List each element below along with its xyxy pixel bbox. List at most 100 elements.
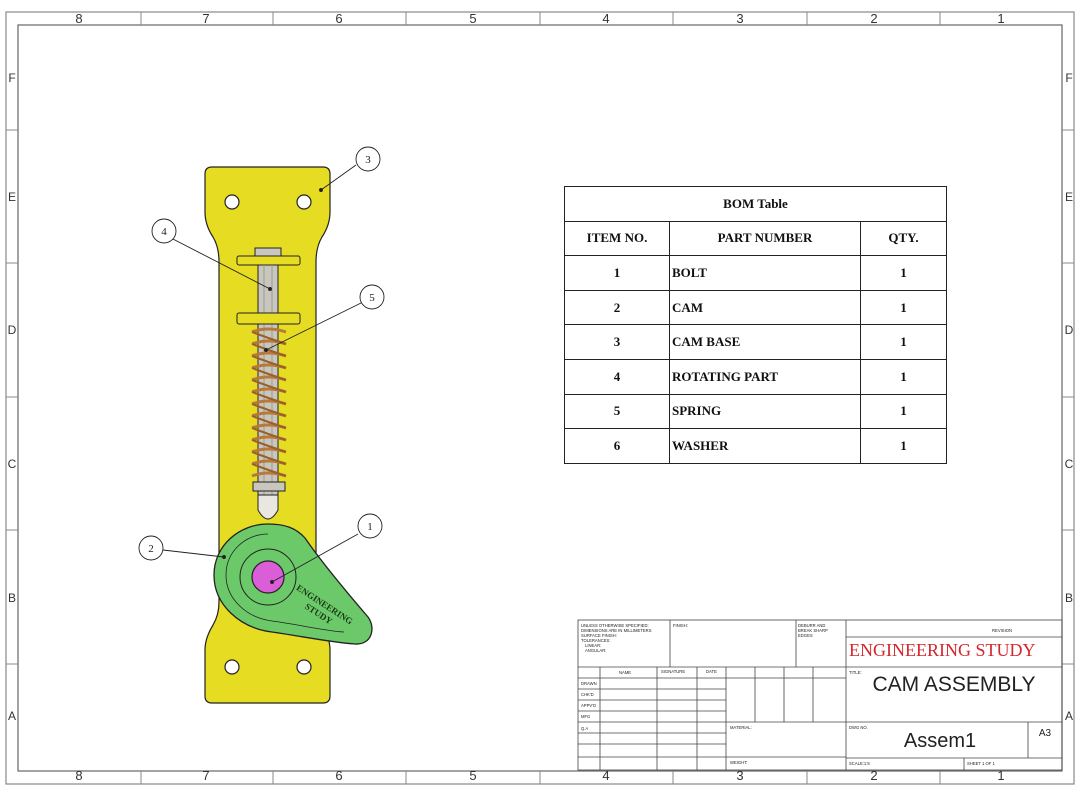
balloon-3: 3 xyxy=(355,146,381,172)
revision-label: REVISION xyxy=(992,628,1013,633)
zone-label-bottom: 5 xyxy=(469,768,477,783)
zone-label-left: B xyxy=(7,591,16,605)
bom-qty: 1 xyxy=(860,324,947,360)
material-label: MATERIAL: xyxy=(730,725,752,730)
bom-table: BOM Table ITEM NO. PART NUMBER QTY. 1 BO… xyxy=(564,186,947,464)
bom-header-item: ITEM NO. xyxy=(564,220,670,257)
bom-item-no: 6 xyxy=(564,428,670,464)
zone-label-bottom: 6 xyxy=(335,768,343,783)
balloon-2: 2 xyxy=(138,535,164,561)
zone-label-right: A xyxy=(1064,709,1073,723)
zone-label-bottom: 2 xyxy=(870,768,878,783)
zone-label-right: B xyxy=(1064,591,1073,605)
name-column-label: NAME xyxy=(619,670,632,675)
zone-label-top: 1 xyxy=(997,11,1005,26)
role-qa: Q.A xyxy=(581,726,589,731)
rotating-part-hub xyxy=(251,560,285,594)
dwg-no-label: DWG NO. xyxy=(849,725,868,730)
weight-label: WEIGHT: xyxy=(730,760,748,765)
zone-label-top: 6 xyxy=(335,11,343,26)
bom-row: 2 CAM 1 xyxy=(564,289,947,326)
balloon-1-number: 1 xyxy=(367,521,373,533)
signature-column-label: SIGNATURE xyxy=(661,669,686,674)
bom-row: 4 ROTATING PART 1 xyxy=(564,358,947,395)
balloon-1: 1 xyxy=(357,513,383,539)
bom-item-no: 4 xyxy=(564,358,670,395)
mounting-hole xyxy=(224,659,240,675)
zone-label-left: A xyxy=(7,709,16,723)
zone-label-left: E xyxy=(7,190,16,204)
zone-label-bottom: 7 xyxy=(202,768,210,783)
washer-middle xyxy=(236,312,301,325)
drawing-title: CAM ASSEMBLY xyxy=(872,673,1036,696)
company-name: ENGINEERING STUDY xyxy=(849,640,1036,660)
zone-label-bottom: 4 xyxy=(602,768,610,783)
zone-label-right: D xyxy=(1064,323,1074,337)
balloon-5: 5 xyxy=(359,284,385,310)
finish-label: FINISH: xyxy=(673,623,688,628)
bom-row: 5 SPRING 1 xyxy=(564,393,947,430)
title-label: TITLE: xyxy=(849,670,862,675)
mounting-hole xyxy=(296,194,312,210)
mounting-hole xyxy=(224,194,240,210)
bom-title: BOM Table xyxy=(564,186,947,222)
zone-label-right: C xyxy=(1064,457,1074,471)
bom-header-part: PART NUMBER xyxy=(669,220,861,257)
bom-item-no: 2 xyxy=(564,289,670,326)
zone-label-left: D xyxy=(7,323,17,337)
bom-header-qty: QTY. xyxy=(860,220,947,257)
bom-qty: 1 xyxy=(860,428,947,464)
zone-label-bottom: 8 xyxy=(75,768,83,783)
zone-label-bottom: 1 xyxy=(997,768,1005,783)
zone-label-bottom: 3 xyxy=(736,768,744,783)
balloon-4-number: 4 xyxy=(161,226,167,238)
spring-part xyxy=(251,327,287,478)
balloon-5-number: 5 xyxy=(369,292,375,304)
zone-ticks xyxy=(6,12,1074,784)
bom-row: 1 BOLT 1 xyxy=(564,255,947,291)
bolt-head xyxy=(254,247,282,257)
sheet-size: A3 xyxy=(1038,728,1052,739)
zone-label-right: F xyxy=(1065,71,1073,85)
bom-qty: 1 xyxy=(860,255,947,291)
scale-label: SCALE:1:5 xyxy=(849,761,870,766)
leader-lines xyxy=(162,164,362,584)
zone-label-left: C xyxy=(7,457,17,471)
mounting-hole xyxy=(296,659,312,675)
role-approved: APPV'D xyxy=(581,703,596,708)
bom-item-no: 1 xyxy=(564,255,670,291)
zone-label-right: E xyxy=(1064,190,1073,204)
bom-part-number: WASHER xyxy=(669,428,861,464)
bom-part-number: CAM BASE xyxy=(669,324,861,360)
balloon-2-number: 2 xyxy=(148,543,154,555)
bom-part-number: CAM xyxy=(669,289,861,326)
balloon-3-number: 3 xyxy=(365,154,371,166)
zone-label-top: 5 xyxy=(469,11,477,26)
role-drawn: DRAWN xyxy=(581,681,597,686)
bom-row: 3 CAM BASE 1 xyxy=(564,324,947,360)
zone-label-top: 8 xyxy=(75,11,83,26)
bom-part-number: SPRING xyxy=(669,393,861,430)
bom-part-number: ROTATING PART xyxy=(669,358,861,395)
bom-item-no: 5 xyxy=(564,393,670,430)
role-checked: CHK'D xyxy=(581,692,594,697)
bom-qty: 1 xyxy=(860,289,947,326)
zone-label-top: 4 xyxy=(602,11,610,26)
zone-label-top: 7 xyxy=(202,11,210,26)
zone-label-top: 3 xyxy=(736,11,744,26)
washer-top xyxy=(236,255,301,266)
title-block-grid xyxy=(577,619,1063,771)
bom-part-number: BOLT xyxy=(669,255,861,291)
drawing-number: Assem1 xyxy=(903,730,977,752)
tolerance-note: UNLESS OTHERWISE SPECIFIED: DIMENSIONS A… xyxy=(581,623,652,653)
follower-tip xyxy=(257,494,279,520)
role-mfg: MFG xyxy=(581,714,591,719)
bom-qty: 1 xyxy=(860,393,947,430)
bom-item-no: 3 xyxy=(564,324,670,360)
date-column-label: DATE xyxy=(706,669,717,674)
shaft-collar xyxy=(252,481,286,492)
zone-label-left: F xyxy=(8,71,16,85)
bom-row: 6 WASHER 1 xyxy=(564,428,947,464)
bom-qty: 1 xyxy=(860,358,947,395)
